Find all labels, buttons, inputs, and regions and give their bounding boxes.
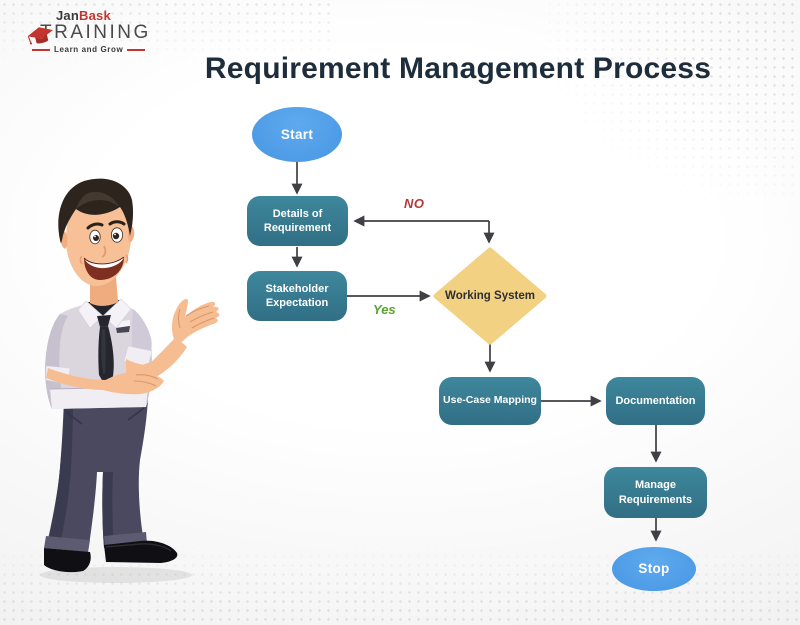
tagline-dash-right [127, 48, 146, 51]
page-title: Requirement Management Process [204, 52, 712, 85]
janbask-logo: JanBask TRAINING Learn and Grow [27, 9, 160, 54]
decision-diamond-shape [433, 247, 547, 345]
tagline-text: Learn and Grow [54, 45, 124, 54]
node-manage-requirements: Manage Requirements [604, 467, 707, 518]
node-manage-label: Manage Requirements [618, 479, 693, 506]
node-details-of-requirement: Details of Requirement [247, 196, 348, 246]
shoes [44, 540, 178, 573]
node-start: Start [252, 107, 342, 162]
node-stakeholder-expectation: Stakeholder Expectation [247, 271, 347, 321]
edge-label-yes: Yes [373, 302, 396, 317]
node-documentation: Documentation [606, 377, 705, 425]
edge-label-no: NO [404, 196, 425, 211]
brand-tagline: Learn and Grow [32, 45, 160, 54]
node-working-system: Working System [436, 282, 544, 310]
presenter-illustration [40, 178, 220, 583]
node-stakeholder-label: Stakeholder Expectation [265, 282, 329, 309]
node-start-label: Start [280, 126, 314, 142]
tagline-dash-left [32, 48, 50, 51]
brand-jan: Jan [56, 8, 80, 23]
node-use-case-mapping: Use-Case Mapping [439, 377, 541, 425]
node-working-label: Working System [445, 290, 535, 302]
node-documentation-label: Documentation [615, 394, 696, 407]
node-stop: Stop [612, 547, 696, 591]
node-details-label: Details of Requirement [263, 207, 332, 234]
brand-name: JanBask [56, 9, 160, 23]
graduation-cap-icon [27, 27, 53, 45]
node-usecase-label: Use-Case Mapping [443, 394, 537, 407]
brand-bask: Bask [79, 8, 111, 23]
gesturing-arm [45, 362, 164, 395]
brand-training: TRAINING [40, 22, 151, 43]
node-stop-label: Stop [638, 561, 670, 577]
head [58, 178, 135, 306]
collar-and-tie [77, 298, 132, 387]
